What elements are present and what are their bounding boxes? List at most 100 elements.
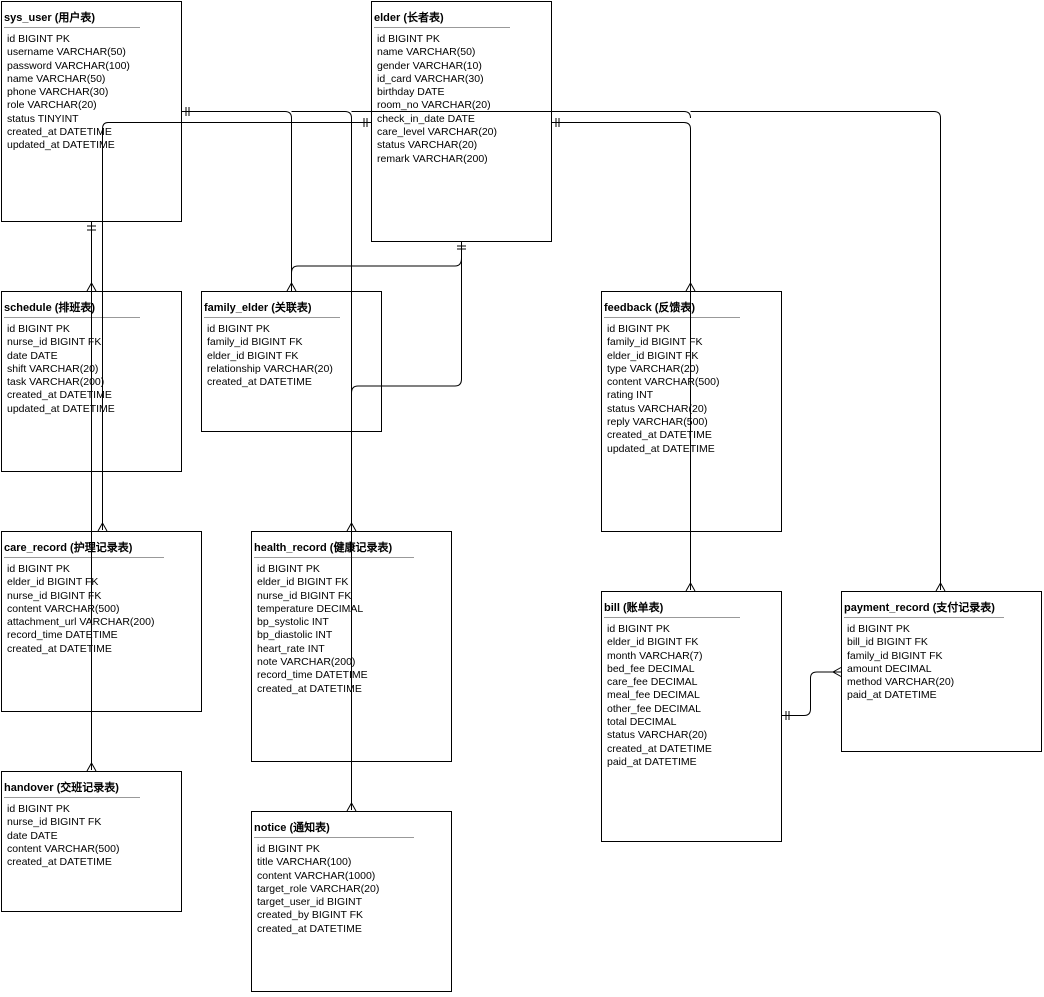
field-row: temperature DECIMAL bbox=[257, 602, 364, 615]
field-row: paid_at DATETIME bbox=[847, 689, 937, 702]
one-marker bbox=[185, 107, 190, 116]
field-row: rating INT bbox=[607, 389, 654, 402]
field-row: record_time DATETIME bbox=[257, 669, 368, 682]
field-row: created_at DATETIME bbox=[7, 856, 112, 869]
field-row: created_by BIGINT FK bbox=[257, 909, 364, 922]
field-row: title VARCHAR(100) bbox=[257, 856, 352, 869]
field-row: id BIGINT PK bbox=[7, 33, 70, 45]
field-row: id BIGINT PK bbox=[607, 323, 670, 335]
field-row: created_at DATETIME bbox=[7, 389, 112, 402]
field-row: elder_id BIGINT FK bbox=[257, 576, 349, 589]
field-row: paid_at DATETIME bbox=[607, 755, 697, 768]
field-row: target_user_id BIGINT bbox=[257, 896, 363, 909]
field-row: reply VARCHAR(500) bbox=[607, 416, 708, 429]
field-row: amount DECIMAL bbox=[847, 662, 932, 675]
field-row: bill_id BIGINT FK bbox=[847, 636, 928, 649]
field-row: total DECIMAL bbox=[607, 716, 677, 729]
many-marker bbox=[831, 667, 842, 677]
field-row: id BIGINT PK bbox=[257, 843, 320, 855]
field-row: id BIGINT PK bbox=[7, 563, 70, 575]
field-row: content VARCHAR(500) bbox=[7, 602, 120, 615]
field-row: status VARCHAR(20) bbox=[607, 729, 708, 742]
title-divider bbox=[204, 317, 340, 318]
field-row: care_level VARCHAR(20) bbox=[377, 126, 498, 139]
field-row: elder_id BIGINT FK bbox=[607, 636, 699, 649]
title-divider bbox=[374, 27, 510, 28]
field-row: date DATE bbox=[7, 349, 58, 362]
field-row: content VARCHAR(500) bbox=[607, 376, 720, 389]
field-row: other_fee DECIMAL bbox=[607, 702, 701, 715]
one-marker bbox=[555, 118, 560, 127]
title-divider bbox=[254, 837, 414, 838]
many-marker bbox=[346, 521, 357, 532]
title-divider bbox=[4, 797, 140, 798]
field-row: elder_id BIGINT FK bbox=[7, 576, 99, 589]
field-row: id BIGINT PK bbox=[7, 323, 70, 335]
field-row: status TINYINT bbox=[7, 112, 79, 125]
entity-title: family_elder (关联表) bbox=[204, 302, 312, 314]
entity-title: sys_user (用户表) bbox=[4, 12, 96, 24]
field-row: status VARCHAR(20) bbox=[377, 139, 478, 152]
field-row: bp_diastolic INT bbox=[257, 629, 333, 642]
field-row: created_at DATETIME bbox=[7, 642, 112, 655]
field-row: attachment_url VARCHAR(200) bbox=[7, 616, 155, 629]
one-marker bbox=[785, 711, 790, 720]
title-divider bbox=[844, 617, 1004, 618]
field-row: birthday DATE bbox=[377, 86, 445, 99]
entity-title: schedule (排班表) bbox=[4, 302, 96, 314]
entity-title: care_record (护理记录表) bbox=[4, 542, 133, 554]
one-marker bbox=[363, 118, 368, 127]
title-divider bbox=[604, 317, 740, 318]
field-row: id BIGINT PK bbox=[607, 623, 670, 635]
field-row: name VARCHAR(50) bbox=[7, 72, 106, 85]
entity-title: feedback (反馈表) bbox=[604, 302, 696, 314]
field-row: password VARCHAR(100) bbox=[7, 59, 130, 72]
field-row: family_id BIGINT FK bbox=[847, 649, 943, 662]
entity-title: handover (交班记录表) bbox=[4, 782, 119, 794]
entity-title: payment_record (支付记录表) bbox=[844, 602, 995, 614]
field-row: method VARCHAR(20) bbox=[847, 676, 955, 689]
field-row: record_time DATETIME bbox=[7, 629, 118, 642]
field-row: nurse_id BIGINT FK bbox=[7, 336, 102, 349]
field-row: updated_at DATETIME bbox=[7, 139, 115, 152]
title-divider bbox=[4, 27, 140, 28]
field-row: created_at DATETIME bbox=[207, 376, 312, 389]
field-row: id BIGINT PK bbox=[377, 33, 440, 45]
field-row: content VARCHAR(500) bbox=[7, 842, 120, 855]
field-row: elder_id BIGINT FK bbox=[607, 349, 699, 362]
field-row: note VARCHAR(200) bbox=[257, 656, 356, 669]
field-row: id BIGINT PK bbox=[257, 563, 320, 575]
field-row: check_in_date DATE bbox=[377, 112, 475, 125]
field-row: phone VARCHAR(30) bbox=[7, 86, 109, 99]
field-row: status VARCHAR(20) bbox=[607, 402, 708, 415]
entity-title: bill (账单表) bbox=[604, 602, 664, 614]
entity-title: elder (长者表) bbox=[374, 12, 444, 24]
field-row: task VARCHAR(200) bbox=[7, 376, 105, 389]
field-row: heart_rate INT bbox=[257, 642, 325, 655]
field-row: nurse_id BIGINT FK bbox=[7, 589, 102, 602]
field-row: content VARCHAR(1000) bbox=[257, 869, 376, 882]
field-row: id BIGINT PK bbox=[7, 803, 70, 815]
title-divider bbox=[254, 557, 414, 558]
